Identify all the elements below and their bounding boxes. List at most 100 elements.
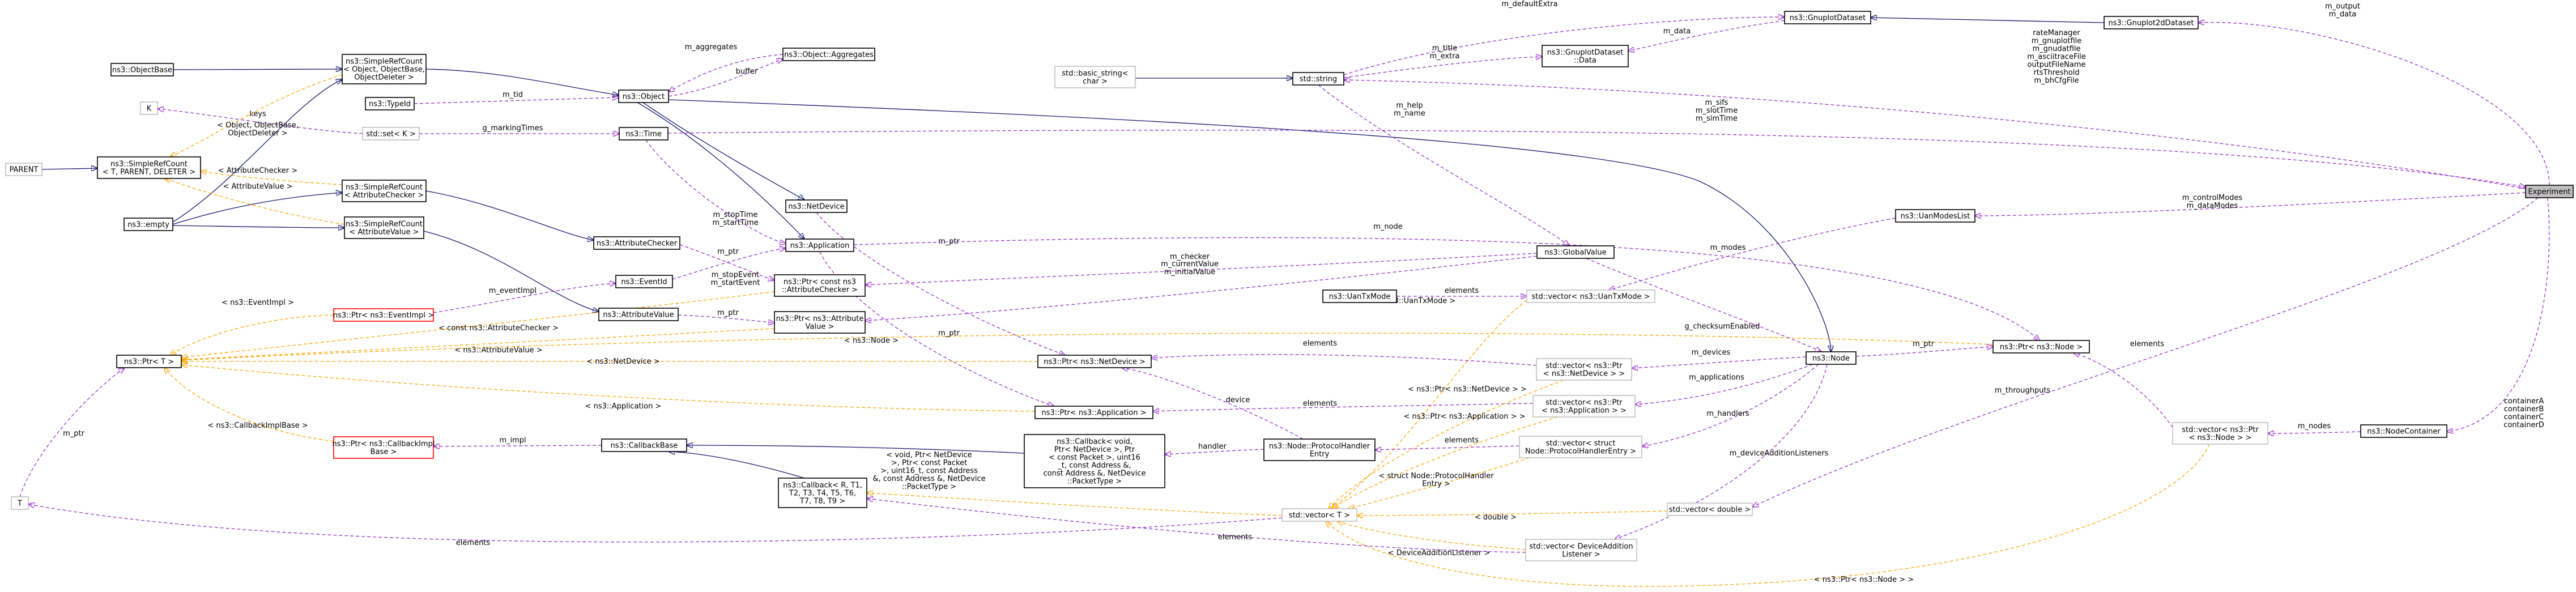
edge-label: m_deviceAdditionListeners xyxy=(1730,449,1829,458)
e-callbackbase-callbackvoid-line xyxy=(687,445,1025,454)
node-t[interactable]: T xyxy=(11,496,29,510)
edge-label: m_tid xyxy=(503,91,523,99)
node-callbackgeneric[interactable]: ns3::Callback< R, T1,T2, T3, T4, T5, T6,… xyxy=(778,478,867,508)
node-vecptrapplication[interactable]: std::vector< ns3::Ptr< ns3::Application … xyxy=(1532,395,1636,418)
node-node[interactable]: ns3::Node xyxy=(1806,351,1857,365)
node-label: < ns3::Node > > xyxy=(2188,434,2251,442)
edge-label: Entry > xyxy=(1422,480,1450,488)
e-gnuplotdataset-gnuplot2d xyxy=(1871,18,2105,23)
e-srcchecker-attrchecker-line xyxy=(425,190,594,240)
e-ptrnetdevice-protocolhandler-line xyxy=(1122,368,1304,440)
node-protocolhandler[interactable]: ns3::Node::ProtocolHandlerEntry xyxy=(1263,438,1376,461)
node-label: ns3::Application xyxy=(790,242,850,250)
node-gnuplotdataset[interactable]: ns3::GnuplotDataset xyxy=(1784,11,1871,24)
node-eventid[interactable]: ns3::EventId xyxy=(615,275,673,288)
nodes-layer: Experimentns3::ObjectBasens3::SimpleRefC… xyxy=(5,11,2574,561)
node-srcvalue[interactable]: ns3::SimpleRefCount< AttributeValue > xyxy=(344,216,424,239)
e-vecptrnode-nodecontainer: m_nodes xyxy=(2268,422,2361,433)
e-stdstring-gnuplotdata-line xyxy=(1343,57,1542,78)
node-srcchecker[interactable]: ns3::SimpleRefCount< AttributeChecker > xyxy=(342,180,427,202)
e-gnuplotdataset-gnuplot2d-line xyxy=(1871,18,2105,23)
node-stdstring[interactable]: std::string xyxy=(1292,72,1344,86)
node-objectbase[interactable]: ns3::ObjectBase xyxy=(110,63,174,76)
node-ptreventimpl[interactable]: ns3::Ptr< ns3::EventImpl > xyxy=(333,308,434,322)
node-netdevice[interactable]: ns3::NetDevice xyxy=(785,199,848,213)
node-experiment[interactable]: Experiment xyxy=(2525,185,2574,198)
node-label: ns3::Ptr< ns3::EventImpl > xyxy=(333,312,434,320)
edge-label: m_startEvent xyxy=(711,279,760,287)
node-application[interactable]: ns3::Application xyxy=(785,238,854,252)
e-srcgeneric-srcobject-line xyxy=(170,74,343,157)
node-vecptrnode[interactable]: std::vector< ns3::Ptr< ns3::Node > > xyxy=(2172,422,2268,445)
node-srcobject[interactable]: ns3::SimpleRefCount< Object, ObjectBase,… xyxy=(342,54,427,84)
node-label: std::vector< struct xyxy=(1546,440,1616,448)
node-uantxmode[interactable]: ns3::UanTxMode xyxy=(1322,289,1397,303)
node-callbackbase-box xyxy=(601,438,687,452)
e-ptrcallbackimpl-callbackbase-line xyxy=(433,445,602,446)
edge-label: elements xyxy=(1445,436,1479,445)
node-ptrconstchecker[interactable]: ns3::Ptr< const ns3::AttributeChecker > xyxy=(774,274,866,297)
e-ptrt-ptrapplication-line xyxy=(181,365,1036,412)
node-label: ns3::empty xyxy=(127,221,169,229)
node-vecprotocolhandler[interactable]: std::vector< structNode::ProtocolHandler… xyxy=(1519,436,1642,458)
node-globalvalue[interactable]: ns3::GlobalValue xyxy=(1536,245,1615,259)
node-vecdouble[interactable]: std::vector< double > xyxy=(1667,502,1753,516)
e-vect-vecptrnode-line xyxy=(1326,444,2210,587)
node-uanmodeslist[interactable]: ns3::UanModesList xyxy=(1895,209,1975,223)
node-ptrnode[interactable]: ns3::Ptr< ns3::Node > xyxy=(1992,340,2090,354)
e-object-application xyxy=(637,102,804,239)
node-callbackbase[interactable]: ns3::CallbackBase xyxy=(601,438,687,452)
edge-label: m_nodes xyxy=(2298,422,2331,431)
e-ptrt-ptrattrvalue-line xyxy=(181,328,775,360)
node-label: ns3::Node xyxy=(1812,355,1850,363)
e-vecptrnode-nodecontainer-line xyxy=(2268,432,2361,433)
node-vecuantxmode[interactable]: std::vector< ns3::UanTxMode > xyxy=(1526,289,1655,303)
edge-label: < ns3::Ptr< ns3::Node > > xyxy=(1814,576,1914,584)
e-ptreventimpl-eventid: m_eventImpl xyxy=(433,283,616,313)
node-gnuplotdata[interactable]: ns3::GnuplotDataset::Data xyxy=(1542,45,1629,67)
node-vect[interactable]: std::vector< T > xyxy=(1281,508,1357,522)
node-srcgeneric-box xyxy=(97,156,201,179)
e-ptrt-ptrcallbackimpl-line xyxy=(164,368,334,442)
node-srcgeneric[interactable]: ns3::SimpleRefCount< T, PARENT, DELETER … xyxy=(97,156,201,179)
node-ptrattrvalue[interactable]: ns3::Ptr< ns3::AttributeValue > xyxy=(774,311,866,334)
node-k[interactable]: K xyxy=(140,101,158,115)
node-nodecontainer[interactable]: ns3::NodeContainer xyxy=(2360,424,2447,438)
node-k-box xyxy=(140,101,158,115)
node-typeid[interactable]: ns3::TypeId xyxy=(365,97,415,110)
node-attrchecker[interactable]: ns3::AttributeChecker xyxy=(593,236,680,250)
edge-label: elements xyxy=(456,539,491,547)
node-label: Ptr< NetDevice >, Ptr xyxy=(1054,446,1135,454)
node-ptrcallbackimpl[interactable]: ns3::Ptr< ns3::CallbackImplBase > xyxy=(333,436,435,459)
node-aggregates[interactable]: ns3::Object::Aggregates xyxy=(782,48,875,61)
node-gnuplot2d[interactable]: ns3::Gnuplot2dDataset xyxy=(2104,16,2199,29)
node-parent[interactable]: PARENT xyxy=(5,163,42,176)
node-basicstring[interactable]: std::basic_string<char > xyxy=(1054,66,1136,88)
node-ptrt[interactable]: ns3::Ptr< T > xyxy=(116,355,182,368)
e-ptrnode-ptrt-member: m_node xyxy=(853,223,2039,340)
edge-label: handler xyxy=(1198,442,1227,451)
node-setk[interactable]: std::set< K > xyxy=(362,127,420,140)
edge-label: m_help xyxy=(1396,101,1423,110)
e-callbackgeneric-vect-line xyxy=(867,493,1283,516)
node-label: std::vector< ns3::UanTxMode > xyxy=(1532,293,1650,301)
node-empty[interactable]: ns3::empty xyxy=(124,218,173,231)
edge-label: ::PacketType > xyxy=(902,483,956,491)
node-vecdeviceaddition[interactable]: std::vector< DeviceAdditionListener > xyxy=(1525,539,1637,561)
node-ptrnetdevice[interactable]: ns3::Ptr< ns3::NetDevice > xyxy=(1037,355,1152,368)
node-callbackvoid[interactable]: ns3::Callback< void,Ptr< NetDevice >, Pt… xyxy=(1024,434,1165,488)
node-label: _t, const Address &, xyxy=(1057,462,1131,470)
e-k-setk-line xyxy=(157,109,363,134)
node-label: ns3::Callback< R, T1, xyxy=(783,482,862,490)
node-attrvalue[interactable]: ns3::AttributeValue xyxy=(598,308,679,321)
edge-label: < void, Ptr< NetDevice xyxy=(886,451,972,459)
node-label: Base > xyxy=(371,448,397,457)
node-vecptrnetdevice[interactable]: std::vector< ns3::Ptr< ns3::NetDevice > … xyxy=(1536,358,1632,381)
e-srcobject-object xyxy=(425,69,619,95)
node-srcvalue-box xyxy=(344,216,424,239)
node-label: < ns3::Application > > xyxy=(1542,407,1627,415)
node-time[interactable]: ns3::Time xyxy=(619,127,669,140)
node-object[interactable]: ns3::Object xyxy=(618,90,669,103)
node-ptrapplication[interactable]: ns3::Ptr< ns3::Application > xyxy=(1034,406,1153,419)
e-attrvalue-ptrattrvalue: m_ptr xyxy=(678,309,774,323)
